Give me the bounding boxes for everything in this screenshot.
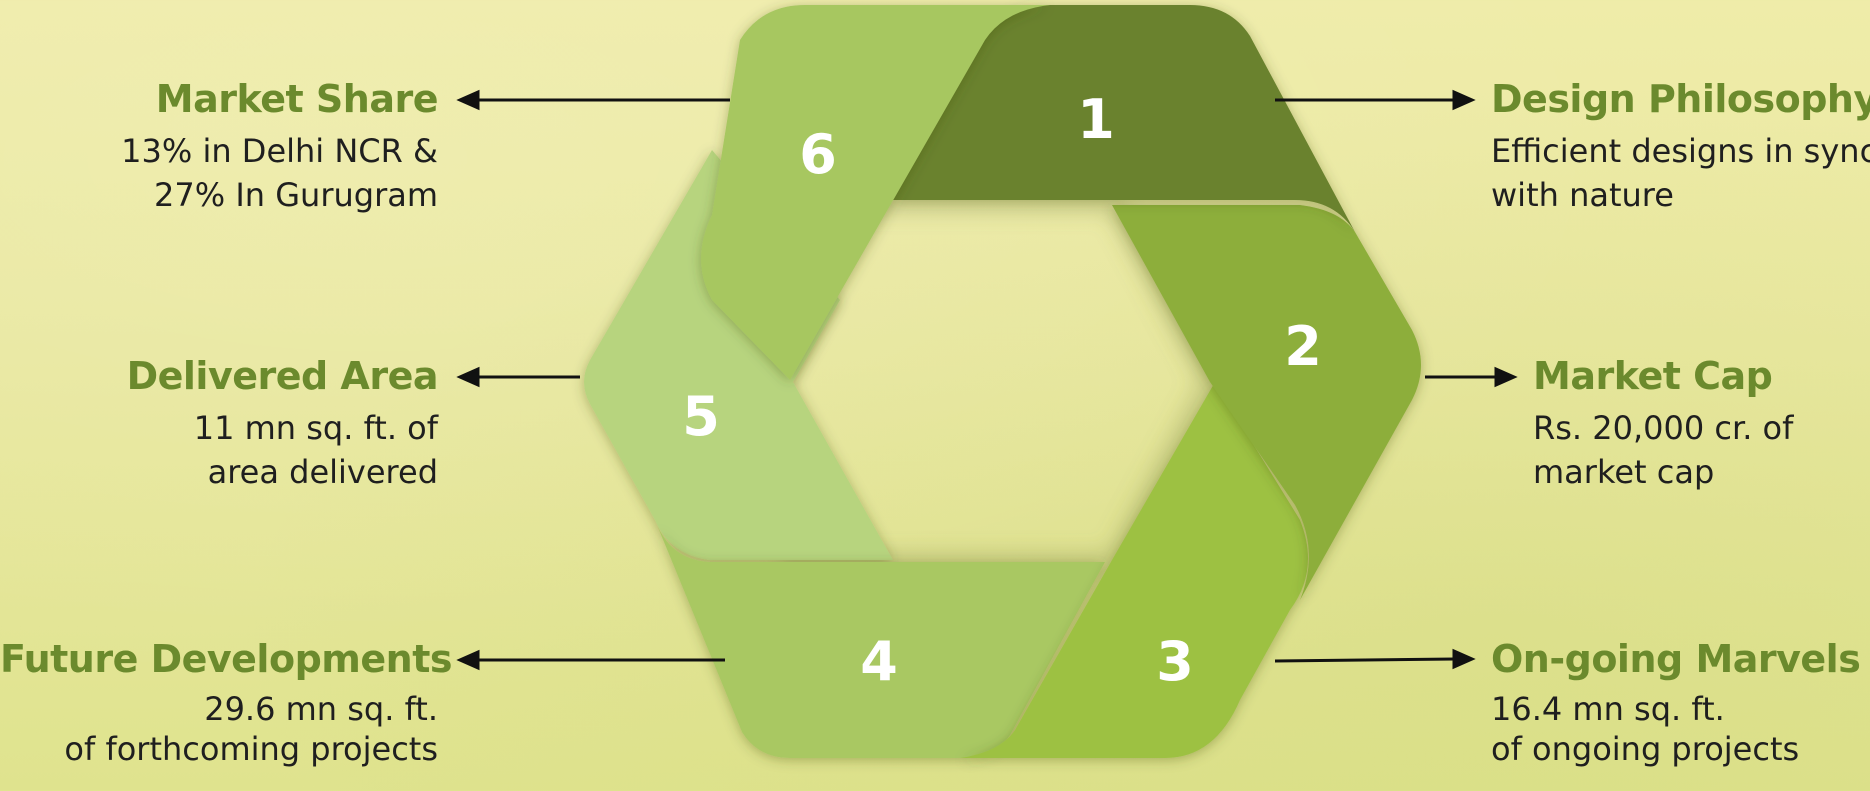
segment-number-6: 6 [799, 123, 837, 186]
arrowhead-market-share [460, 92, 478, 108]
callout-desc-delivered-area: 11 mn sq. ft. of area delivered [0, 406, 438, 494]
callout-ongoing-marvels: On-going Marvels 16.4 mn sq. ft. of ongo… [1491, 637, 1870, 769]
callout-desc-line2: of forthcoming projects [0, 729, 438, 769]
arrowhead-delivered-area [460, 369, 478, 385]
callout-desc-line1: 13% in Delhi NCR & [0, 129, 438, 173]
callout-title-market-cap: Market Cap [1533, 354, 1870, 398]
callout-desc-ongoing-marvels: 16.4 mn sq. ft. of ongoing projects [1491, 689, 1870, 769]
callout-desc-market-cap: Rs. 20,000 cr. of market cap [1533, 406, 1870, 494]
callout-desc-line1: Rs. 20,000 cr. of [1533, 406, 1870, 450]
callout-desc-design-philosophy: Efficient designs in sync with nature [1491, 129, 1870, 217]
callout-title-design-philosophy: Design Philosophy [1491, 77, 1870, 121]
callout-desc-line1: 11 mn sq. ft. of [0, 406, 438, 450]
segment-number-1: 1 [1077, 88, 1115, 151]
callout-desc-line1: 29.6 mn sq. ft. [0, 689, 438, 729]
arrowhead-market-cap [1496, 369, 1514, 385]
arrowhead-design-philosophy [1454, 92, 1472, 108]
callout-market-share: Market Share 13% in Delhi NCR & 27% In G… [0, 77, 438, 217]
segment-number-3: 3 [1156, 630, 1194, 693]
callout-desc-market-share: 13% in Delhi NCR & 27% In Gurugram [0, 129, 438, 217]
callout-title-market-share: Market Share [0, 77, 438, 121]
segment-number-2: 2 [1284, 315, 1322, 378]
callout-title-delivered-area: Delivered Area [0, 354, 438, 398]
arrowhead-ongoing-marvels [1454, 651, 1472, 667]
callout-desc-line2: area delivered [0, 450, 438, 494]
callout-future-developments: Future Developments 29.6 mn sq. ft. of f… [0, 637, 438, 769]
callout-desc-line1: 16.4 mn sq. ft. [1491, 689, 1870, 729]
callout-title-ongoing-marvels: On-going Marvels [1491, 637, 1870, 681]
callout-desc-line2: 27% In Gurugram [0, 173, 438, 217]
callout-desc-line2: with nature [1491, 173, 1870, 217]
callout-design-philosophy: Design Philosophy Efficient designs in s… [1491, 77, 1870, 217]
callout-delivered-area: Delivered Area 11 mn sq. ft. of area del… [0, 354, 438, 494]
callout-desc-line1: Efficient designs in sync [1491, 129, 1870, 173]
segment-number-4: 4 [860, 630, 898, 693]
callout-title-future-developments: Future Developments [0, 637, 438, 681]
arrow-ongoing-marvels [1275, 659, 1455, 661]
callout-market-cap: Market Cap Rs. 20,000 cr. of market cap [1533, 354, 1870, 494]
segment-number-5: 5 [682, 385, 720, 448]
arrowhead-future-developments [460, 652, 478, 668]
callout-desc-line2: market cap [1533, 450, 1870, 494]
callout-desc-future-developments: 29.6 mn sq. ft. of forthcoming projects [0, 689, 438, 769]
callout-desc-line2: of ongoing projects [1491, 729, 1870, 769]
